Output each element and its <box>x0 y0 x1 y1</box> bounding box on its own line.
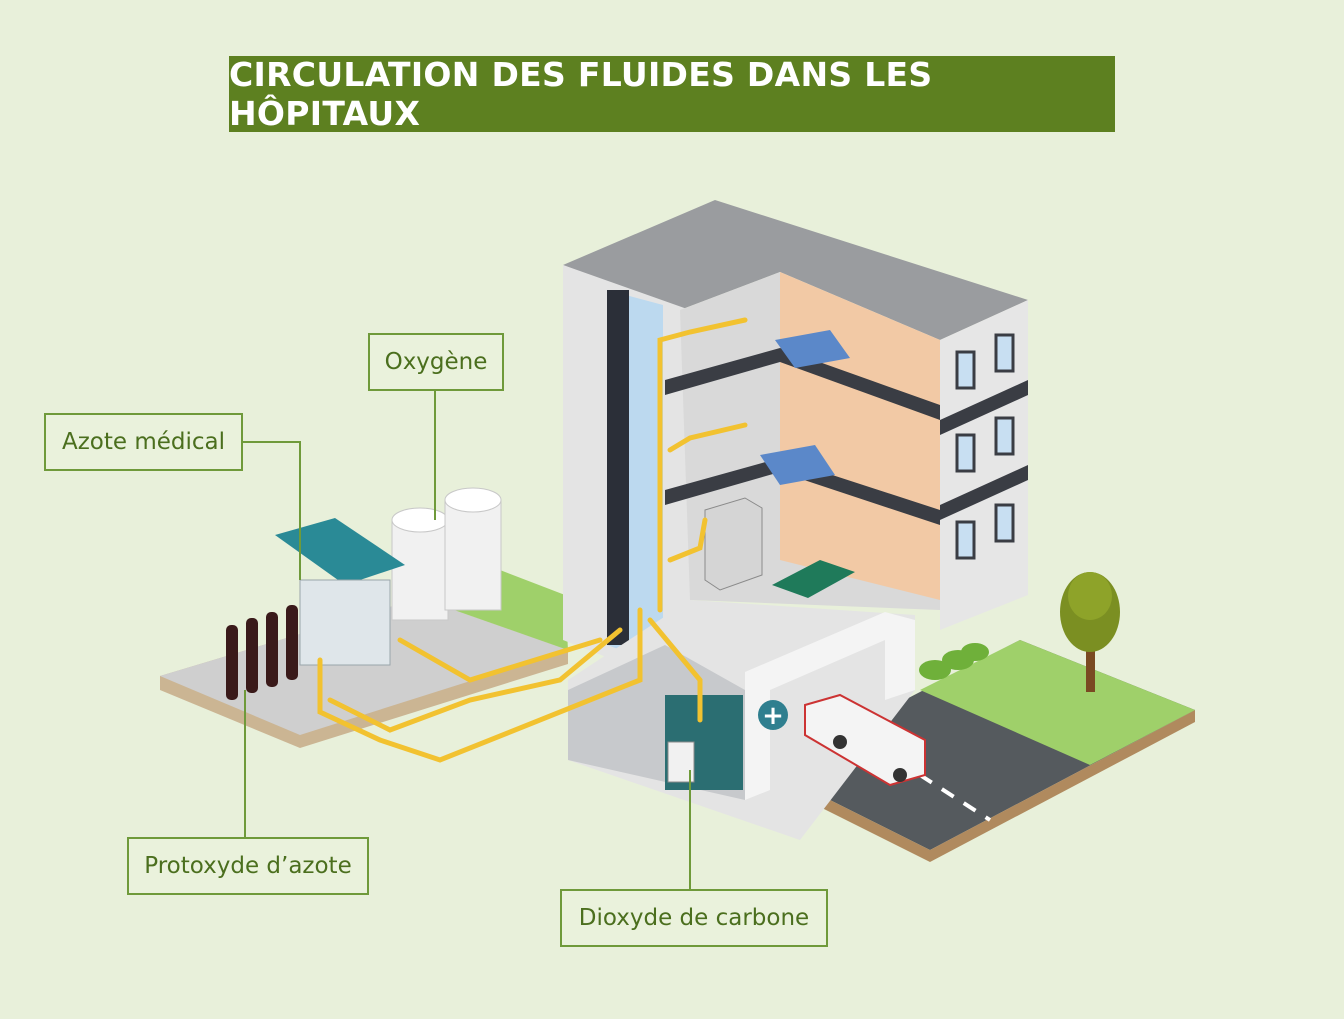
leader-lines <box>243 391 691 889</box>
oxygen-label: Oxygène <box>368 333 504 391</box>
gas-cylinders <box>226 605 298 700</box>
ambulance <box>804 693 926 787</box>
co2-equipment <box>665 695 743 790</box>
carbon-dioxide-label: Dioxyde de carbone <box>560 889 828 947</box>
page-title: CIRCULATION DES FLUIDES DANS LES HÔPITAU… <box>229 55 1115 133</box>
medical-cabinet <box>704 497 763 591</box>
nitrogen-station <box>275 518 405 666</box>
medical-nitrogen-label: Azote médical <box>44 413 243 471</box>
oxygen-tanks <box>391 487 502 621</box>
operating-table <box>772 560 855 598</box>
fluid-pipes <box>317 317 748 763</box>
patient-beds <box>760 330 850 485</box>
nitrous-oxide-label: Protoxyde d’azote <box>127 837 369 895</box>
hedge <box>919 643 989 680</box>
tree <box>1060 572 1120 692</box>
svg-text:+: + <box>762 701 784 731</box>
